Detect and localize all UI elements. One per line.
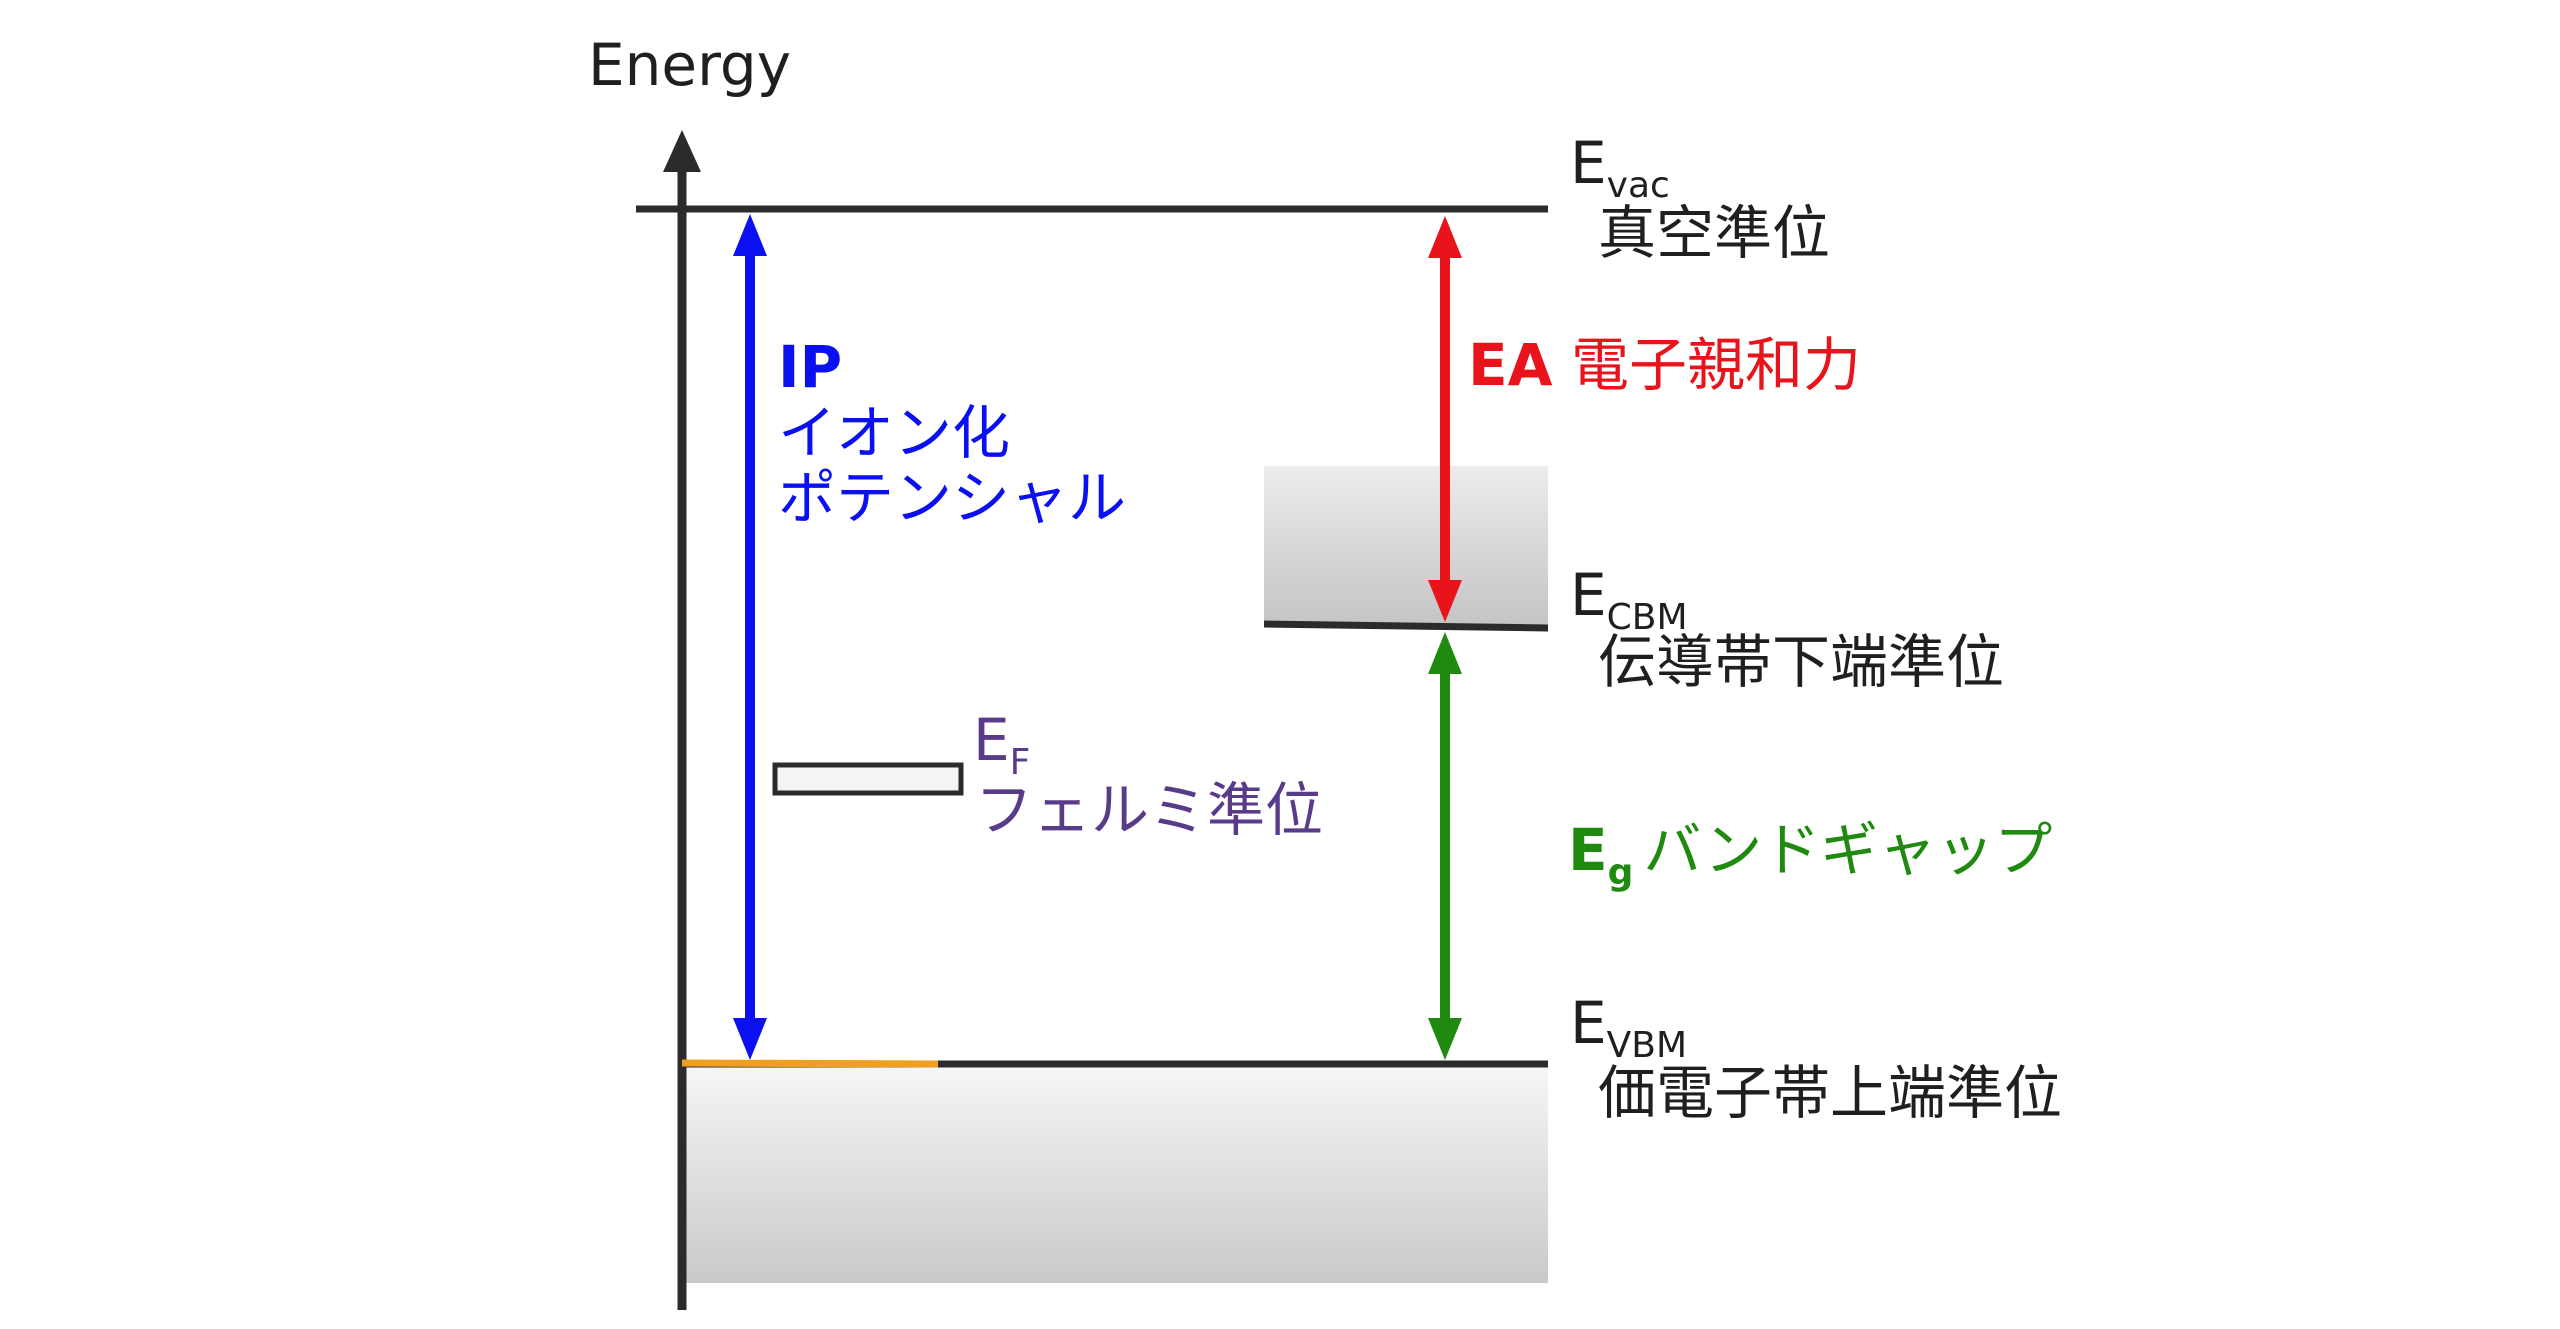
fermi-symbol-main: E — [973, 706, 1010, 774]
ea-abbr: EA — [1468, 331, 1553, 399]
ip-arrow-head-top — [733, 214, 767, 256]
valence-band-fill — [686, 1066, 1548, 1283]
fermi-symbol: EF — [973, 706, 1030, 783]
ea-arrow-head-bottom — [1428, 580, 1462, 622]
cbm-symbol-main: E — [1570, 561, 1607, 629]
vbm-accent-line — [681, 1059, 939, 1068]
vbm-symbol-main: E — [1570, 989, 1607, 1057]
fermi-symbol-sub: F — [1010, 742, 1031, 783]
vbm-level-name: 価電子帯上端準位 — [1598, 1059, 2062, 1127]
fermi-level-marker — [772, 762, 964, 796]
ip-name-line2: ポテンシャル — [778, 464, 1126, 532]
energy-axis-label: Energy — [588, 31, 791, 99]
vacuum-symbol-main: E — [1570, 129, 1607, 197]
energy-axis-arrowhead — [663, 130, 701, 172]
cbm-level-name: 伝導帯下端準位 — [1598, 628, 2004, 696]
ea-spacer — [1553, 331, 1571, 399]
cbm-symbol: ECBM — [1570, 561, 1688, 638]
ea-name: 電子親和力 — [1571, 331, 1861, 399]
eg-arrow-head-top — [1428, 632, 1462, 674]
eg-name: バンドギャップ — [1643, 816, 2052, 884]
ip-arrow-head-bottom — [733, 1018, 767, 1060]
ip-name-line1: イオン化 — [778, 399, 1010, 467]
conduction-band-fill — [1264, 466, 1548, 626]
cbm-symbol-sub: CBM — [1607, 597, 1688, 638]
ea-label: EA 電子親和力 — [1468, 331, 1861, 399]
fermi-level-name: フェルミ準位 — [975, 776, 1323, 844]
eg-abbr-subscript: g — [1608, 852, 1634, 893]
ea-arrow-head-top — [1428, 216, 1462, 258]
vacuum-symbol: Evac — [1570, 129, 1670, 206]
vacuum-level-name: 真空準位 — [1598, 199, 1830, 267]
cbm-level-line — [1263, 620, 1549, 632]
eg-abbr: E — [1568, 816, 1608, 884]
vbm-symbol-sub: VBM — [1607, 1025, 1687, 1066]
vacuum-symbol-sub: vac — [1607, 165, 1670, 206]
eg-arrow-head-bottom — [1428, 1018, 1462, 1060]
vbm-symbol: EVBM — [1570, 989, 1687, 1066]
ip-abbr-label: IP — [778, 333, 842, 401]
